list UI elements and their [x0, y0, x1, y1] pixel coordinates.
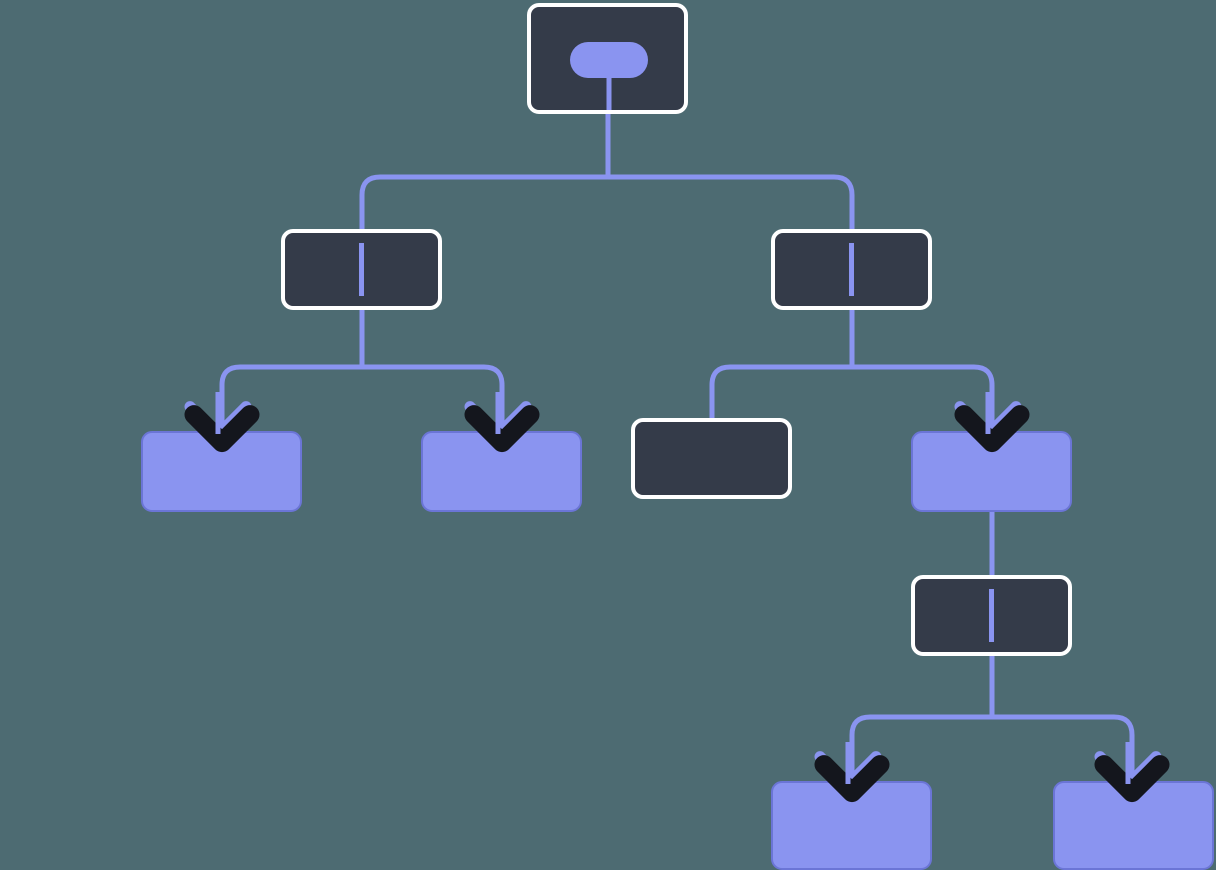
- arrowhead-a3: [954, 392, 1030, 453]
- arrowhead-chevron-dark: [954, 405, 1030, 453]
- arrowhead-a5: [1094, 742, 1170, 803]
- arrowhead-chevron-dark: [1094, 755, 1170, 803]
- edge-e3: [219, 310, 365, 440]
- arrowhead-chevron-dark: [814, 755, 890, 803]
- arrowhead-a4: [814, 742, 890, 803]
- edge-overlay-layer: [359, 42, 994, 642]
- node-body-dark[interactable]: [631, 418, 792, 499]
- edge-e4: [359, 310, 505, 440]
- edge-e9: [989, 656, 1135, 790]
- edge-e6: [849, 310, 995, 440]
- arrowhead-chevron-dark: [184, 405, 260, 453]
- arrowhead-a1: [184, 392, 260, 453]
- arrowhead-a2: [464, 392, 540, 453]
- arrowhead-layer: [184, 392, 1170, 803]
- node-layer: [141, 3, 1214, 870]
- node-n6[interactable]: [631, 418, 792, 499]
- edge-e5: [709, 310, 855, 420]
- arrowhead-chevron-dark: [464, 405, 540, 453]
- edge-layer: [219, 114, 1135, 790]
- edge-e2: [605, 114, 855, 340]
- edge-e8: [849, 656, 995, 790]
